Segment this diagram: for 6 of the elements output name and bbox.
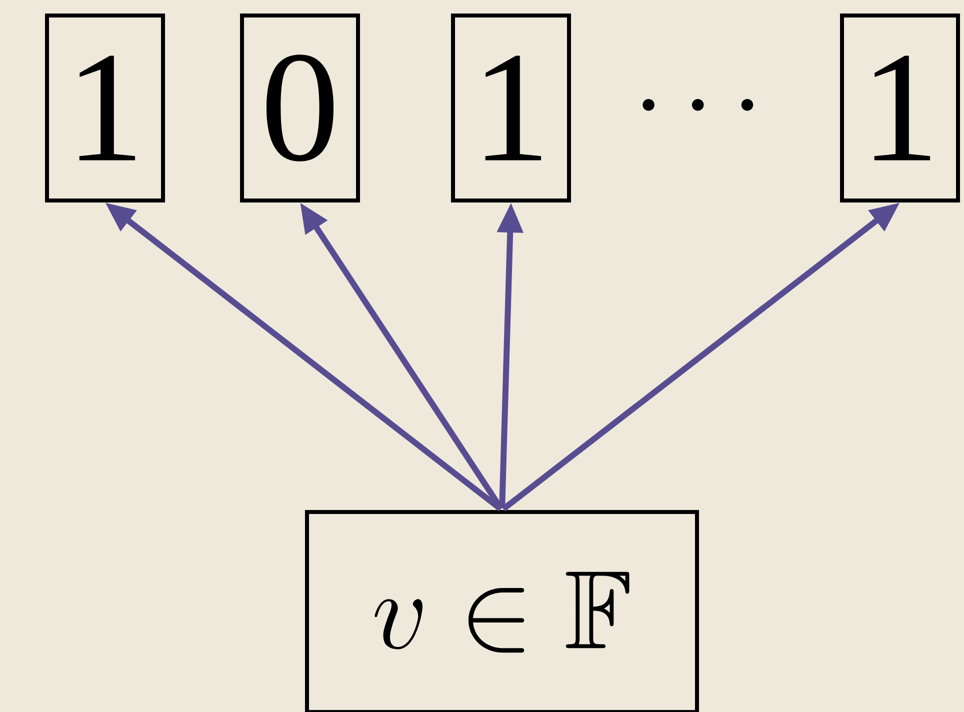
digit-box: 0: [240, 14, 360, 202]
digit-box: 1: [45, 14, 165, 202]
digit-box: 1: [840, 14, 960, 202]
ellipsis: $\cdots$: [642, 99, 754, 111]
formula-box: $v \in \mathbb{F}$: [305, 510, 699, 712]
digit-box: 1: [451, 14, 571, 202]
